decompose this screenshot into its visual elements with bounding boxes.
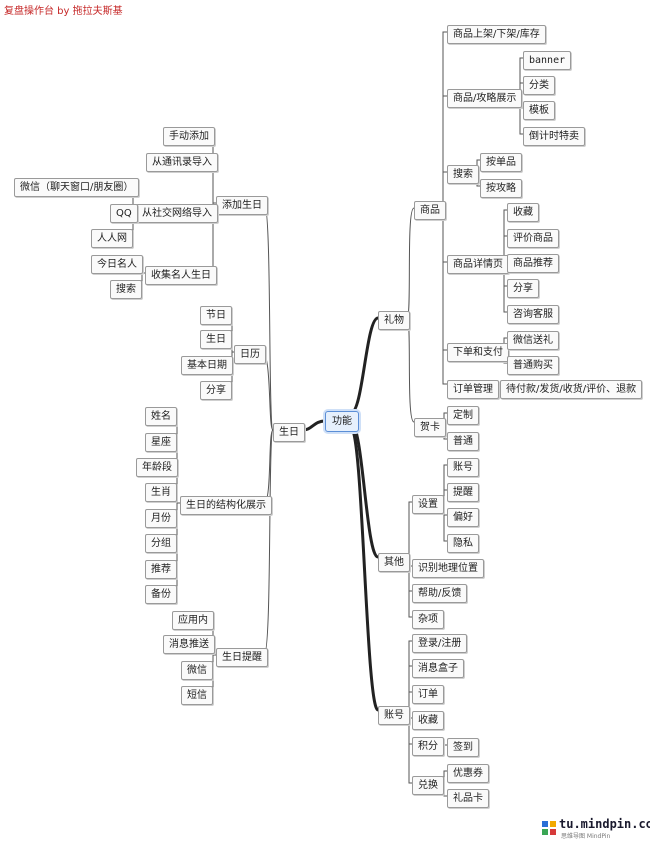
node-sms[interactable]: 短信	[181, 686, 213, 705]
node-privacy[interactable]: 隐私	[447, 534, 479, 553]
node-custom[interactable]: 定制	[447, 406, 479, 425]
node-month[interactable]: 月份	[145, 509, 177, 528]
node-group[interactable]: 分组	[145, 534, 177, 553]
node-recommend-sort[interactable]: 推荐	[145, 560, 177, 579]
node-settings[interactable]: 设置	[412, 495, 444, 514]
node-preference[interactable]: 偏好	[447, 508, 479, 527]
node-settings-remind[interactable]: 提醒	[447, 483, 479, 502]
node-chinese-zodiac[interactable]: 生肖	[145, 483, 177, 502]
node-search-goods[interactable]: 搜索	[447, 165, 479, 184]
node-backup[interactable]: 备份	[145, 585, 177, 604]
root-node[interactable]: 功能	[325, 411, 359, 432]
node-festival[interactable]: 节日	[200, 306, 232, 325]
page-title: 复盘操作台 by 拖拉夫斯基	[4, 6, 123, 17]
node-template[interactable]: 模板	[523, 101, 555, 120]
node-wechat-gift[interactable]: 微信送礼	[507, 331, 559, 350]
node-login[interactable]: 登录/注册	[412, 634, 468, 653]
node-customer-service[interactable]: 咨询客服	[507, 305, 559, 324]
node-goods-display[interactable]: 商品/攻略展示	[447, 89, 523, 108]
node-checkin[interactable]: 签到	[447, 738, 479, 757]
node-qq[interactable]: QQ	[110, 204, 138, 223]
node-share-goods[interactable]: 分享	[507, 279, 539, 298]
watermark-site: tu.mindpin.com	[559, 817, 650, 831]
node-other[interactable]: 其他	[378, 553, 410, 572]
node-by-guide[interactable]: 按攻略	[480, 179, 522, 198]
node-manual-add[interactable]: 手动添加	[163, 127, 215, 146]
node-share-cal[interactable]: 分享	[200, 381, 232, 400]
node-recommend-goods[interactable]: 商品推荐	[507, 254, 559, 273]
node-help[interactable]: 帮助/反馈	[412, 584, 468, 603]
node-renren[interactable]: 人人网	[91, 229, 133, 248]
node-name[interactable]: 姓名	[145, 407, 177, 426]
node-review[interactable]: 评价商品	[507, 229, 559, 248]
watermark-tagline: 思维导图 MindPin	[561, 833, 611, 840]
node-misc[interactable]: 杂项	[412, 610, 444, 629]
node-calendar[interactable]: 日历	[234, 345, 266, 364]
node-countdown[interactable]: 倒计时特卖	[523, 127, 585, 146]
node-collect-celeb[interactable]: 收集名人生日	[145, 266, 217, 285]
node-search-celeb[interactable]: 搜索	[110, 280, 142, 299]
node-add-birthday[interactable]: 添加生日	[216, 196, 268, 215]
node-fav-account[interactable]: 收藏	[412, 711, 444, 730]
node-order-pay[interactable]: 下单和支付	[447, 343, 509, 362]
node-account[interactable]: 账号	[378, 706, 410, 725]
node-points[interactable]: 积分	[412, 737, 444, 756]
node-normal-card[interactable]: 普通	[447, 432, 479, 451]
node-wechat-remind[interactable]: 微信	[181, 661, 213, 680]
node-settings-account[interactable]: 账号	[447, 458, 479, 477]
node-redeem[interactable]: 兑换	[412, 776, 444, 795]
node-goods-detail[interactable]: 商品详情页	[447, 255, 509, 274]
node-today-celeb[interactable]: 今日名人	[91, 255, 143, 274]
node-banner[interactable]: banner	[523, 51, 572, 70]
node-geo[interactable]: 识别地理位置	[412, 559, 484, 578]
node-by-item[interactable]: 按单品	[480, 153, 522, 172]
node-birthday[interactable]: 生日	[273, 423, 305, 442]
node-birthday-remind[interactable]: 生日提醒	[216, 648, 268, 667]
node-coupon[interactable]: 优惠券	[447, 764, 489, 783]
node-basic-date[interactable]: 基本日期	[181, 356, 233, 375]
node-push[interactable]: 消息推送	[163, 635, 215, 654]
node-gift[interactable]: 礼物	[378, 311, 410, 330]
node-import-social[interactable]: 从社交网络导入	[136, 204, 218, 223]
node-orders[interactable]: 订单	[412, 685, 444, 704]
watermark: tu.mindpin.com 思维导图 MindPin	[541, 817, 650, 840]
node-zodiac[interactable]: 星座	[145, 433, 177, 452]
node-birthday-cal[interactable]: 生日	[200, 330, 232, 349]
node-goods-shelf[interactable]: 商品上架/下架/库存	[447, 25, 546, 44]
node-in-app[interactable]: 应用内	[172, 611, 214, 630]
node-normal-buy[interactable]: 普通购买	[507, 356, 559, 375]
node-giftcard[interactable]: 礼品卡	[447, 789, 489, 808]
node-fav-goods[interactable]: 收藏	[507, 203, 539, 222]
node-age-group[interactable]: 年龄段	[136, 458, 178, 477]
node-wechat-social[interactable]: 微信（聊天窗口/朋友圈）	[14, 178, 140, 197]
node-msgbox[interactable]: 消息盒子	[412, 659, 464, 678]
node-structured[interactable]: 生日的结构化展示	[180, 496, 272, 515]
node-order-mgmt[interactable]: 订单管理	[447, 380, 499, 399]
node-category[interactable]: 分类	[523, 76, 555, 95]
node-goods[interactable]: 商品	[414, 201, 446, 220]
node-card[interactable]: 贺卡	[414, 418, 446, 437]
node-import-contacts[interactable]: 从通讯录导入	[146, 153, 218, 172]
mindpin-logo-icon	[542, 821, 556, 835]
node-order-flow[interactable]: 待付款/发货/收货/评价、退款	[500, 380, 643, 399]
